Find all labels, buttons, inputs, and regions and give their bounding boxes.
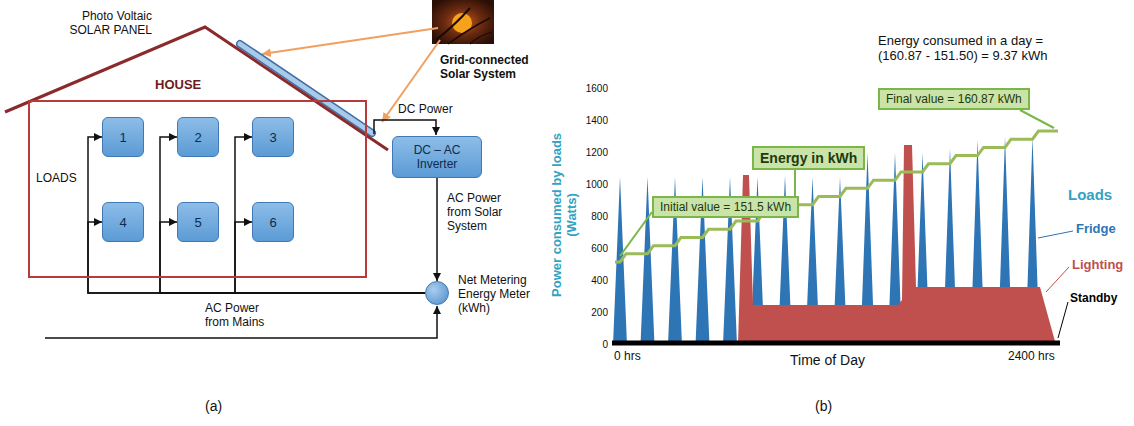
node-text: 1 <box>119 130 126 145</box>
node-text: Net Metering Energy Meter (kWh) <box>458 274 553 315</box>
energy-line <box>615 131 1058 262</box>
text-label: 2400 hrs <box>1008 350 1055 364</box>
axis-tick: 1200 <box>580 147 608 159</box>
text-label: DC Power <box>398 103 453 117</box>
text-label: AC Power from Mains <box>205 302 277 330</box>
standby-bar <box>612 341 1060 346</box>
energy-meter: Net Metering Energy Meter (kWh) <box>425 281 449 305</box>
drawing-part <box>432 0 494 44</box>
leader-line <box>1058 302 1068 338</box>
axis-tick: 800 <box>580 211 608 223</box>
load-box: 1 <box>102 117 144 157</box>
wire-connector <box>160 137 425 293</box>
legend-label: Lighting <box>1072 258 1123 273</box>
legend-label: Standby <box>1070 292 1117 306</box>
callout-box: Energy in kWh <box>752 146 865 170</box>
load-box: 3 <box>252 117 294 157</box>
text-label: (a) <box>205 398 222 414</box>
node-text: 3 <box>269 130 276 145</box>
node-text: DC – AC Inverter <box>397 143 477 171</box>
callout-box: Final value = 160.87 kWh <box>878 88 1030 110</box>
leader-line <box>1038 231 1073 238</box>
drawing-part <box>436 8 470 40</box>
wire-connector <box>88 137 425 293</box>
house-outline: HOUSE LOADS 1 2 3 4 5 6 <box>5 25 393 283</box>
legend-label: Fridge <box>1076 222 1116 237</box>
axis-tick: 400 <box>580 275 608 287</box>
node-text: 6 <box>269 215 276 230</box>
axis-tick: 0 <box>580 339 608 351</box>
drawing-part <box>470 32 492 44</box>
node-text: 4 <box>119 215 126 230</box>
axis-tick: 200 <box>580 307 608 319</box>
load-box: 5 <box>177 202 219 242</box>
node-text: 2 <box>194 130 201 145</box>
callout-box: Initial value = 151.5 kWh <box>652 196 799 218</box>
node-text: Final value = 160.87 kWh <box>886 92 1022 106</box>
node-text: 5 <box>194 215 201 230</box>
dc-wire <box>374 120 436 135</box>
load-box: 2 <box>177 117 219 157</box>
edge-label: AC Power from Solar System <box>447 192 517 233</box>
axis-title: Time of Day <box>790 352 865 368</box>
text-label: Energy consumed in a day = (160.87 - 151… <box>878 34 1083 64</box>
node-text: Initial value = 151.5 kWh <box>660 200 791 214</box>
leader-line <box>620 212 652 256</box>
load-box: 4 <box>102 202 144 242</box>
text-label: Photo Voltaic SOLAR PANEL <box>68 10 152 38</box>
text-label: (b) <box>815 398 832 414</box>
inverter-box: DC – AC Inverter <box>392 136 482 178</box>
axis-tick: 600 <box>580 243 608 255</box>
loads-region: LOADS 1 2 3 4 5 6 <box>28 100 367 278</box>
text-label: 0 hrs <box>614 350 641 364</box>
axis-title: Power consumed by loads (Watts) <box>550 130 580 300</box>
sun-picture <box>432 0 494 44</box>
axis-tick: 1400 <box>580 115 608 127</box>
load-box: 6 <box>252 202 294 242</box>
roof-line <box>5 27 388 150</box>
node-text: LOADS <box>36 171 77 185</box>
axis-tick: 1000 <box>580 179 608 191</box>
text-label: Grid-connected Solar System <box>440 54 540 82</box>
leader-line <box>1020 110 1054 128</box>
node-text: Energy in kWh <box>760 150 857 166</box>
legend-label: Loads <box>1068 186 1112 203</box>
axis-tick: 1600 <box>580 83 608 95</box>
drawing-part <box>448 18 490 44</box>
leader-line <box>1046 267 1069 292</box>
sun-ray <box>262 28 438 54</box>
wire-connector <box>436 178 438 281</box>
node-text: HOUSE <box>155 77 201 92</box>
